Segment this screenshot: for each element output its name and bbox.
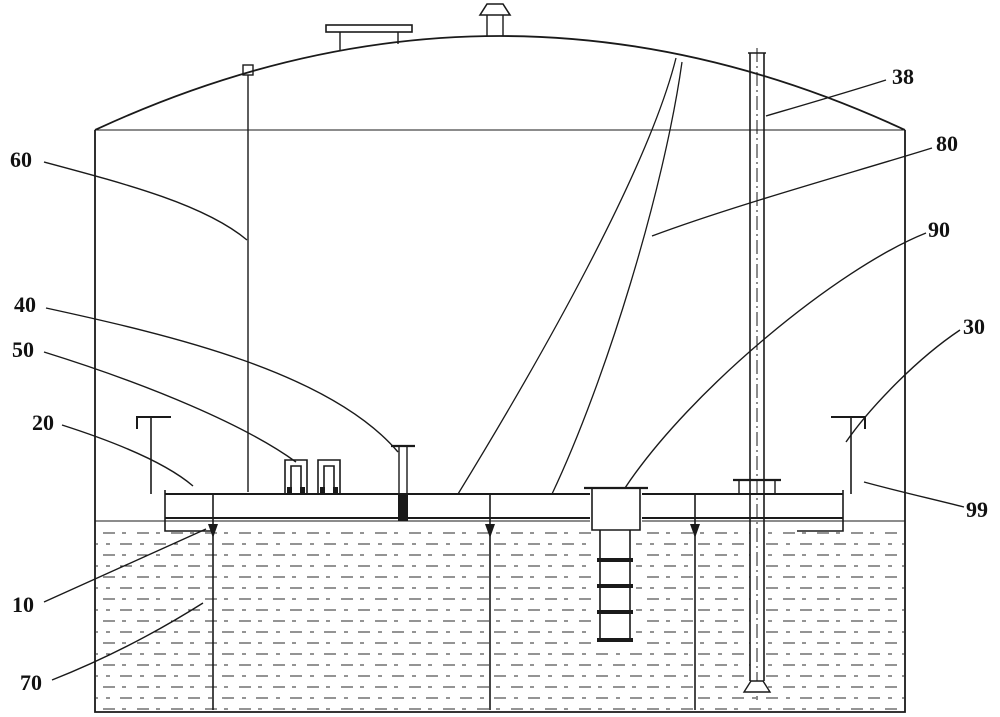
floating-deck xyxy=(164,490,844,532)
deck-bleeder-vent xyxy=(391,444,415,521)
vent-stem xyxy=(486,15,504,36)
deck-support-box xyxy=(584,486,648,644)
roof-vent xyxy=(478,3,512,36)
label-50: 50 xyxy=(12,337,34,362)
leader-80 xyxy=(651,147,933,237)
hose-curve-outer xyxy=(457,57,677,495)
label-20: 20 xyxy=(32,410,54,435)
ladder-rungs xyxy=(597,558,633,642)
leader-20 xyxy=(61,424,194,487)
label-40: 40 xyxy=(14,292,36,317)
liquid-hatch-fill xyxy=(96,523,904,710)
channel-right-foot-2 xyxy=(333,487,338,494)
hose-curve-inner xyxy=(551,61,683,495)
leader-lines xyxy=(43,79,965,681)
deck-guide-channels xyxy=(284,459,341,494)
deck-support-legs xyxy=(208,494,700,710)
leader-30 xyxy=(845,329,961,443)
pipe-deck-gland xyxy=(738,480,776,494)
drain-hose-curves xyxy=(457,57,683,495)
leader-40 xyxy=(45,307,399,453)
box-walls xyxy=(591,488,641,531)
manhole-flange-plate xyxy=(325,24,413,33)
label-60: 60 xyxy=(10,147,32,172)
label-90: 90 xyxy=(928,217,950,242)
manhole-neck xyxy=(339,32,399,51)
left-bracket-arm xyxy=(136,416,171,429)
label-38: 38 xyxy=(892,64,914,89)
support-leg-3-arrow xyxy=(690,524,700,538)
label-30: 30 xyxy=(963,314,985,339)
channel-left-foot xyxy=(287,487,292,494)
label-99: 99 xyxy=(966,497,988,522)
leader-90 xyxy=(624,232,927,489)
support-leg-2-arrow xyxy=(485,524,495,538)
label-10: 10 xyxy=(12,592,34,617)
channel-left-foot-2 xyxy=(300,487,305,494)
leader-70 xyxy=(51,602,204,681)
guide-pole xyxy=(242,64,254,494)
leader-10 xyxy=(43,528,207,603)
vent-cap xyxy=(478,3,512,16)
channel-right xyxy=(317,459,341,494)
leader-99 xyxy=(863,481,965,508)
tank-dome-roof xyxy=(94,35,906,131)
roof-manhole xyxy=(325,24,413,51)
leader-38 xyxy=(765,79,887,117)
label-70: 70 xyxy=(20,670,42,695)
box-fill xyxy=(590,486,642,532)
liquid xyxy=(95,520,905,710)
leader-60 xyxy=(43,161,248,241)
gauge-pipe xyxy=(733,48,781,700)
reference-labels: 60 40 50 20 10 70 38 80 90 30 99 xyxy=(10,64,988,695)
deck-body-fill xyxy=(165,492,843,520)
deck-right-bracket xyxy=(831,416,866,494)
deck-left-rim xyxy=(164,490,213,532)
tank-walls xyxy=(94,130,906,713)
label-80: 80 xyxy=(936,131,958,156)
support-leg-1-arrow xyxy=(208,524,218,538)
bleeder-plug xyxy=(398,494,408,521)
channel-left xyxy=(284,459,308,494)
tank-shell xyxy=(94,35,906,713)
deck-right-rim xyxy=(797,490,844,532)
pipe-base-foot xyxy=(742,680,772,693)
leader-50 xyxy=(43,351,297,463)
bleeder-stem xyxy=(398,447,408,494)
channel-right-foot xyxy=(320,487,325,494)
deck-left-bracket xyxy=(136,416,171,494)
